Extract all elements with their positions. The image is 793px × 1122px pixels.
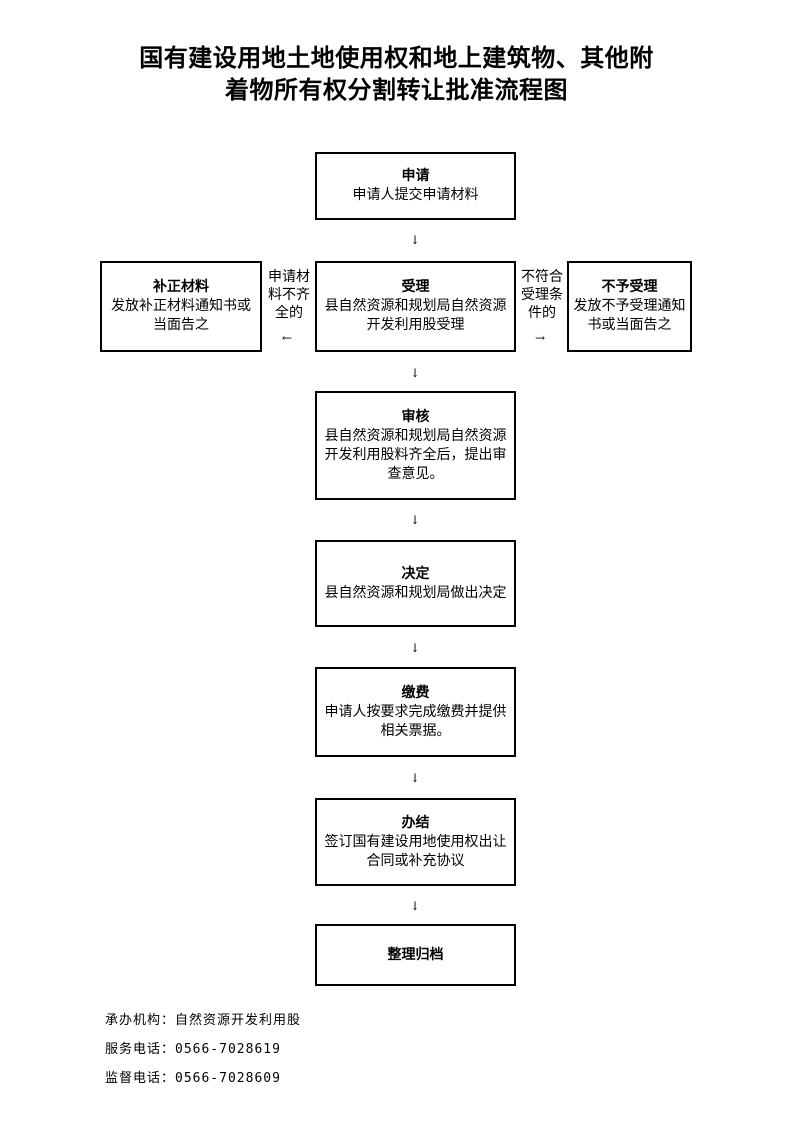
footer-supervise-phone: 监督电话：0566-7028609 [105, 1071, 281, 1086]
step-supplement-title: 补正材料 [153, 279, 209, 295]
step-fee-desc: 申请人按要求完成缴费并提供相关票据。 [324, 703, 507, 739]
arrow-down-1: ↓ [410, 233, 421, 247]
step-reject-title: 不予受理 [601, 279, 658, 295]
page-title: 国有建设用地土地使用权和地上建筑物、其他附 着物所有权分割转让批准流程图 [60, 42, 733, 106]
arrow-down-4: ↓ [410, 641, 421, 655]
title-line-1: 国有建设用地土地使用权和地上建筑物、其他附 [139, 44, 654, 72]
step-supplement-box: 补正材料 发放补正材料通知书或当面告之 [100, 261, 262, 352]
branch-left-label: 申请材料不齐全的 [268, 269, 310, 321]
step-accept-desc: 县自然资源和规划局自然资源开发利用股受理 [324, 298, 507, 333]
arrow-down-3: ↓ [410, 513, 421, 527]
step-archive-box: 整理归档 [315, 924, 516, 986]
step-reject-desc: 发放不予受理通知书或当面告之 [573, 298, 686, 333]
step-decide-desc: 县自然资源和规划局做出决定 [324, 584, 507, 601]
step-decide-box: 决定 县自然资源和规划局做出决定 [315, 540, 516, 627]
step-review-title: 审核 [401, 408, 430, 425]
title-line-2: 着物所有权分割转让批准流程图 [225, 76, 568, 104]
arrow-right: → [535, 331, 546, 345]
step-fee-box: 缴费 申请人按要求完成缴费并提供相关票据。 [315, 667, 516, 757]
step-apply-box: 申请 申请人提交申请材料 [315, 152, 516, 220]
step-supplement-desc: 发放补正材料通知书或当面告之 [111, 298, 251, 333]
arrow-down-6: ↓ [410, 899, 421, 913]
step-apply-desc: 申请人提交申请材料 [352, 187, 479, 203]
branch-right-label: 不符合受理条件的 [521, 269, 563, 321]
step-finish-title: 办结 [401, 814, 430, 831]
step-finish-desc: 签订国有建设用地使用权出让合同或补充协议 [324, 833, 507, 869]
step-accept-title: 受理 [401, 279, 430, 295]
arrow-down-2: ↓ [410, 366, 421, 380]
footer-org: 承办机构：自然资源开发利用股 [105, 1013, 302, 1028]
step-finish-box: 办结 签订国有建设用地使用权出让合同或补充协议 [315, 798, 516, 886]
arrow-down-5: ↓ [410, 771, 421, 785]
step-reject-box: 不予受理 发放不予受理通知书或当面告之 [567, 261, 692, 352]
step-apply-title: 申请 [401, 168, 430, 184]
footer-service-phone: 服务电话：0566-7028619 [105, 1042, 281, 1057]
step-fee-title: 缴费 [401, 684, 430, 701]
step-review-desc: 县自然资源和规划局自然资源开发利用股料齐全后，提出审查意见。 [324, 427, 507, 482]
step-archive-title: 整理归档 [387, 946, 444, 963]
step-decide-title: 决定 [401, 565, 430, 582]
arrow-left: ← [282, 331, 293, 345]
step-review-box: 审核 县自然资源和规划局自然资源开发利用股料齐全后，提出审查意见。 [315, 391, 516, 500]
step-accept-box: 受理 县自然资源和规划局自然资源开发利用股受理 [315, 261, 516, 352]
